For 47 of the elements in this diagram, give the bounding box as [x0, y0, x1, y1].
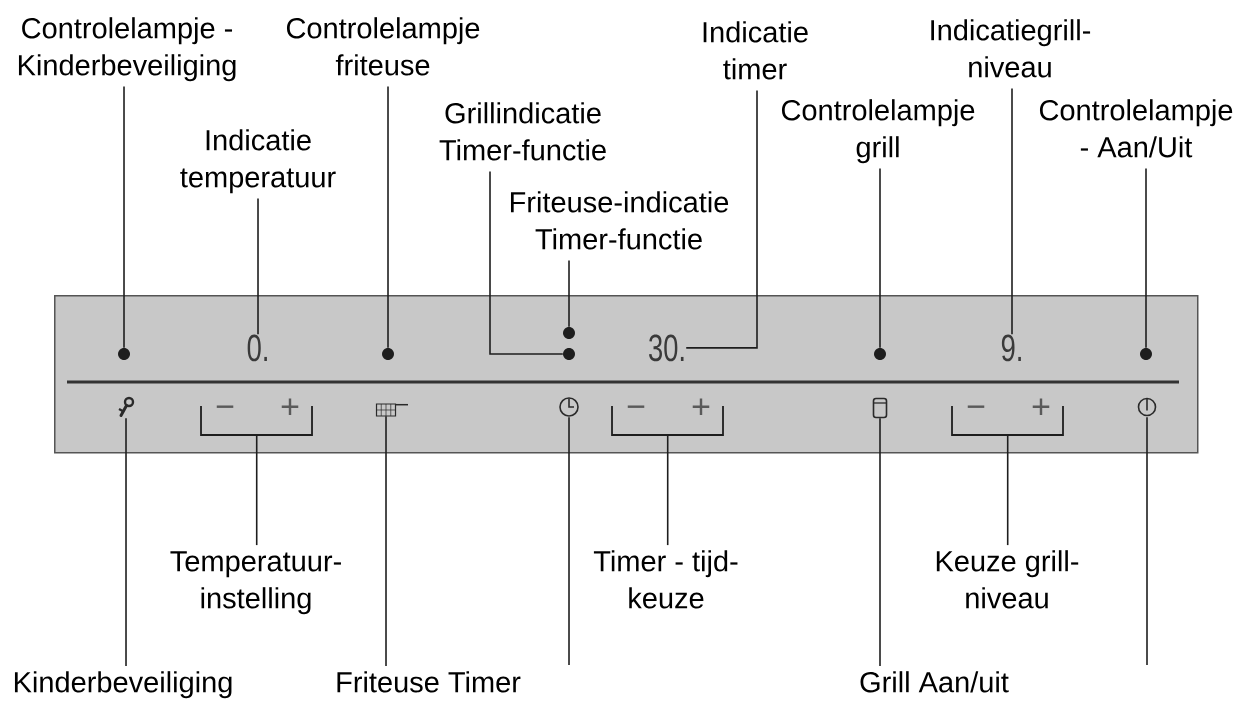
- leader-line: [568, 416, 570, 666]
- fryer-basket-icon: [375, 403, 409, 417]
- minus-symbol: −: [627, 405, 645, 408]
- callout-label: Controlelampje - Aan/Uit: [1039, 99, 1233, 158]
- leader-line: [666, 434, 669, 546]
- callout-label: Indicatie timer: [703, 21, 808, 80]
- callout-label: Grill Aan/uit: [860, 671, 1009, 693]
- leader-line: [489, 170, 564, 355]
- callout-label: Controlelampje grill: [781, 99, 975, 164]
- leader-line: [879, 417, 881, 667]
- callout-label: Kinderbeveiliging: [14, 671, 232, 699]
- leader-line: [1006, 434, 1009, 546]
- digit-display: 0.: [247, 334, 267, 362]
- plus-symbol: +: [1032, 398, 1050, 415]
- clock-icon: [559, 397, 579, 417]
- callout-label: Keuze grill- niveau: [936, 550, 1079, 609]
- callout-label: Timer - tijd- keuze: [593, 550, 738, 609]
- power-icon: [1137, 397, 1157, 417]
- leader-line: [387, 85, 389, 349]
- plus-symbol: +: [692, 398, 710, 415]
- grill-icon: [872, 397, 888, 419]
- callout-label: Indicatiegrill- niveau: [931, 19, 1091, 78]
- leader-line: [685, 89, 758, 349]
- callout-label: Controlelampje - Kinderbeveiliging: [18, 17, 236, 82]
- plus-symbol: +: [281, 398, 299, 415]
- digit-display: 30.: [649, 334, 684, 362]
- leader-line: [257, 197, 259, 336]
- leader-line: [385, 415, 387, 667]
- leader-line: [255, 434, 258, 546]
- callout-label: Friteuse-indicatie Timer-functie: [511, 191, 729, 250]
- callout-label: Friteuse Timer: [337, 671, 521, 693]
- callout-label: Controlelampje friteuse: [286, 17, 480, 76]
- leader-line: [1011, 87, 1013, 336]
- key-icon: [118, 396, 135, 417]
- control-panel: [54, 295, 1199, 454]
- callout-label: Indicatie temperatuur: [180, 129, 336, 194]
- digit-display: 9.: [1001, 334, 1021, 362]
- minus-symbol: −: [216, 405, 234, 408]
- leader-line: [1145, 167, 1147, 349]
- callout-label: Grillindicatie Timer-functie: [439, 102, 606, 161]
- callout-label: Temperatuur- instelling: [170, 551, 341, 615]
- leader-line: [568, 259, 570, 328]
- leader-line: [123, 85, 125, 349]
- leader-line: [125, 417, 127, 667]
- leader-line: [1146, 416, 1148, 666]
- minus-symbol: −: [967, 405, 985, 408]
- leader-line: [879, 167, 881, 349]
